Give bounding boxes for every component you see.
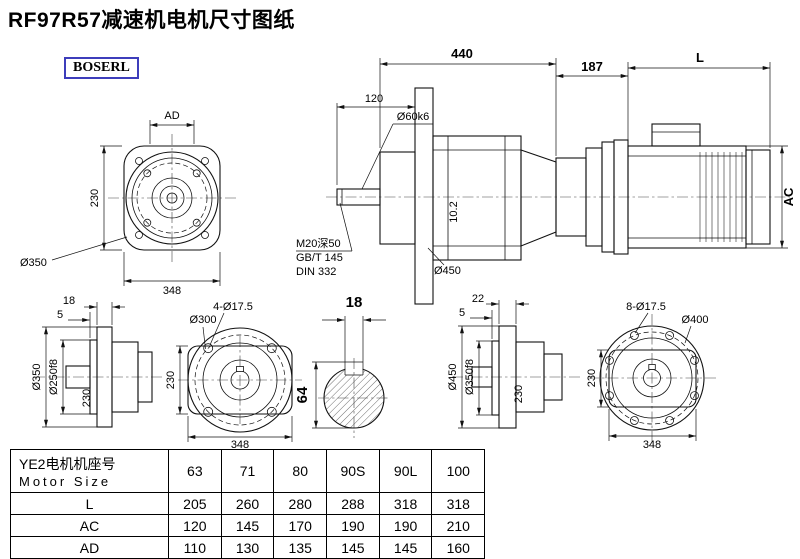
AD-value-5: 160 <box>431 536 486 559</box>
small-front-dim-348: 348 <box>231 439 249 450</box>
large-front-holes-label: 8-Ø17.5 <box>626 301 666 313</box>
key-width-dim-18: 18 <box>346 294 363 311</box>
row-label-AC: AC <box>10 514 169 537</box>
size-col-5: 100 <box>431 449 486 493</box>
center-hole-line3: DIN 332 <box>296 266 336 278</box>
AD-value-0: 110 <box>168 536 222 559</box>
dim-230-label: 230 <box>89 189 101 207</box>
L-value-0: 205 <box>168 492 222 515</box>
AD-value-3: 145 <box>326 536 380 559</box>
dim-l-label: L <box>696 50 704 65</box>
size-col-2: 80 <box>273 449 328 493</box>
large-side-outer-dia: Ø450 <box>447 364 459 391</box>
size-col-3: 90S <box>326 449 380 493</box>
small-front-holes-label: 4-Ø17.5 <box>213 301 253 313</box>
dim-348-label: 348 <box>163 285 181 297</box>
dim-187-label: 187 <box>581 59 603 74</box>
boserl-logo: BOSERL <box>64 57 139 79</box>
key-height-dim-64: 64 <box>294 386 311 403</box>
L-value-1: 260 <box>220 492 275 515</box>
dim-ac-label: AC <box>781 187 796 206</box>
L-value-3: 288 <box>326 492 380 515</box>
small-front-bolt-circle-label: Ø300 <box>190 314 217 326</box>
center-hole-line2: GB/T 145 <box>296 252 343 264</box>
view-main-side: 440 120 Ø60k6 M20深50 GB/T 145 DIN 332 Ø4… <box>296 46 796 305</box>
L-value-5: 318 <box>431 492 486 515</box>
dim-440-label: 440 <box>451 46 473 61</box>
small-front-dim-230: 230 <box>165 371 177 389</box>
shaft-dia-label: Ø60k6 <box>397 111 429 123</box>
dim-ad-label: AD <box>164 110 179 122</box>
row-label-AD: AD <box>10 536 169 559</box>
motor-size-header-cn: YE2电机机座号 <box>19 455 116 472</box>
small-side-outer-dia: Ø350 <box>31 364 43 391</box>
large-front-dim-230: 230 <box>586 369 598 387</box>
view-shaft-key-section: 18 64 <box>294 294 390 438</box>
row-label-L: L <box>10 492 169 515</box>
size-col-4: 90L <box>378 449 433 493</box>
table-row-AC: AC 120 145 170 190 190 210 <box>10 514 486 537</box>
L-value-2: 280 <box>273 492 328 515</box>
main-flange-dia-label: Ø450 <box>434 265 461 277</box>
large-side-hub-dia: 230 <box>513 385 525 403</box>
key-depth-label: 10.2 <box>448 201 460 222</box>
page-title: RF97R57减速机电机尺寸图纸 <box>8 9 295 32</box>
small-side-hub-dia: 230 <box>81 389 93 407</box>
AC-value-2: 170 <box>273 514 328 537</box>
large-front-dim-348: 348 <box>643 439 661 450</box>
table-row-L: L 205 260 280 288 318 318 <box>10 492 486 515</box>
AC-value-0: 120 <box>168 514 222 537</box>
small-side-dim-5: 5 <box>57 309 63 321</box>
view-front-top-left: AD 230 Ø350 348 <box>20 110 236 297</box>
L-value-4: 318 <box>378 492 433 515</box>
AD-value-1: 130 <box>220 536 275 559</box>
large-front-bolt-circle-label: Ø400 <box>682 314 709 326</box>
motor-size-header-en: Motor Size <box>19 473 112 489</box>
dim-120-label: 120 <box>365 93 383 105</box>
AD-value-2: 135 <box>273 536 328 559</box>
large-side-spigot-dia: Ø350f8 <box>464 359 476 395</box>
AD-value-4: 145 <box>378 536 433 559</box>
motor-size-table: YE2电机机座号 Motor Size 63 71 80 90S 90L 100… <box>10 449 486 559</box>
center-hole-line1: M20深50 <box>296 237 341 250</box>
front-flange-dia-label: Ø350 <box>20 257 47 269</box>
motor-size-header: YE2电机机座号 Motor Size <box>10 449 169 493</box>
view-flange-large-side: 22 5 Ø450 Ø350f8 230 <box>447 293 580 429</box>
large-side-dim-22: 22 <box>472 293 484 305</box>
size-col-1: 71 <box>220 449 275 493</box>
AC-value-1: 145 <box>220 514 275 537</box>
AC-value-3: 190 <box>326 514 380 537</box>
large-side-dim-5: 5 <box>459 307 465 319</box>
small-side-dim-18: 18 <box>63 295 75 307</box>
AC-value-4: 190 <box>378 514 433 537</box>
AC-value-5: 210 <box>431 514 486 537</box>
view-flange-small-front: 4-Ø17.5 Ø300 230 348 <box>165 301 302 450</box>
view-flange-small-side: 18 5 Ø350 Ø250f8 230 <box>31 295 162 428</box>
small-side-spigot-dia: Ø250f8 <box>48 359 60 395</box>
table-row-AD: AD 110 130 135 145 145 160 <box>10 536 486 559</box>
technical-drawing: AD 230 Ø350 348 <box>20 46 796 450</box>
view-flange-large-front: 8-Ø17.5 Ø400 230 348 <box>586 301 718 450</box>
boserl-logo-text: BOSERL <box>73 60 130 75</box>
size-col-0: 63 <box>168 449 222 493</box>
